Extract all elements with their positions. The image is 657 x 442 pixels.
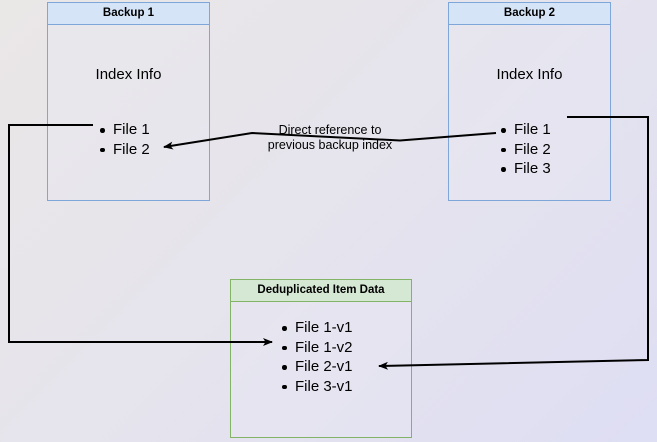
list-item: File 1 xyxy=(500,120,551,140)
backup-1-body: Index Info File 1 File 2 xyxy=(48,25,209,200)
list-item: File 1-v1 xyxy=(281,318,353,338)
connector-label-line-2: previous backup index xyxy=(267,138,393,152)
backup-1-box: Backup 1 Index Info File 1 File 2 xyxy=(47,2,210,201)
backup-2-index-label: Index Info xyxy=(496,66,563,83)
connector-label-line-1: Direct reference to xyxy=(278,123,382,137)
dedup-file-list: File 1-v1 File 1-v2 File 2-v1 File 3-v1 xyxy=(281,318,353,396)
deduplicated-item-data-box: Deduplicated Item Data File 1-v1 File 1-… xyxy=(230,279,412,438)
connector-label: Direct reference to previous backup inde… xyxy=(246,123,414,153)
backup-1-file-list: File 1 File 2 xyxy=(99,120,150,159)
backup-2-body: Index Info File 1 File 2 File 3 xyxy=(449,25,610,200)
backup-2-file-list: File 1 File 2 File 3 xyxy=(500,120,551,179)
list-item: File 2 xyxy=(99,140,150,160)
deduplicated-item-data-body: File 1-v1 File 1-v2 File 2-v1 File 3-v1 xyxy=(231,302,411,437)
list-item: File 1 xyxy=(99,120,150,140)
deduplicated-item-data-header: Deduplicated Item Data xyxy=(231,280,411,302)
backup-2-header: Backup 2 xyxy=(449,3,610,25)
list-item: File 3-v1 xyxy=(281,377,353,397)
backup-1-header: Backup 1 xyxy=(48,3,209,25)
list-item: File 3 xyxy=(500,159,551,179)
backup-2-box: Backup 2 Index Info File 1 File 2 File 3 xyxy=(448,2,611,201)
list-item: File 2 xyxy=(500,140,551,160)
list-item: File 2-v1 xyxy=(281,357,353,377)
list-item: File 1-v2 xyxy=(281,338,353,358)
backup-1-index-label: Index Info xyxy=(95,66,162,83)
